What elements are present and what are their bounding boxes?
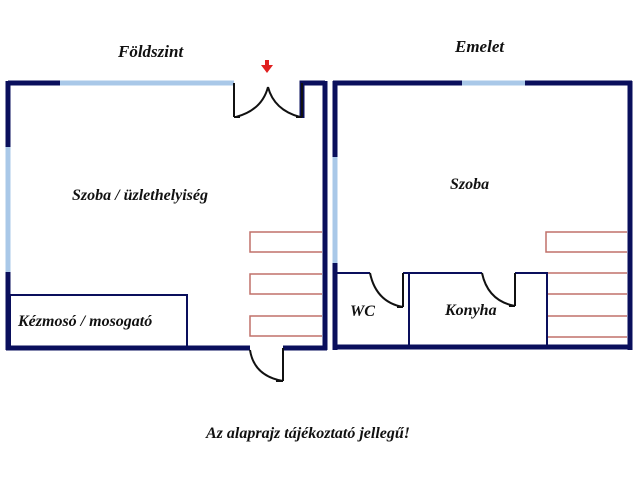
kitchen-door [481,272,516,307]
room-label-wc: WC [350,303,375,320]
ground-floor-title: Földszint [118,42,184,61]
interior-walls [337,272,548,346]
arrow-down-icon [261,60,273,73]
room-label-sink: Kézmosó / mosogató [18,313,153,330]
ground-floor-plan [5,60,328,382]
stairs-ground [249,231,322,337]
wc-door [369,272,404,308]
sink-counter [9,294,188,348]
room-label-upper-room: Szoba [450,176,490,193]
back-door [249,348,284,382]
entrance-double-door [233,83,303,118]
stairs-upper [545,231,627,338]
room-label-shop: Szoba / üzlethelyiség [72,187,209,204]
wall [299,80,325,118]
upper-floor-title: Emelet [455,37,505,56]
room-label-kitchen: Konyha [445,302,497,319]
upper-floor-plan [332,80,633,350]
disclaimer-note: Az alaprajz tájékoztató jellegű! [206,425,411,442]
